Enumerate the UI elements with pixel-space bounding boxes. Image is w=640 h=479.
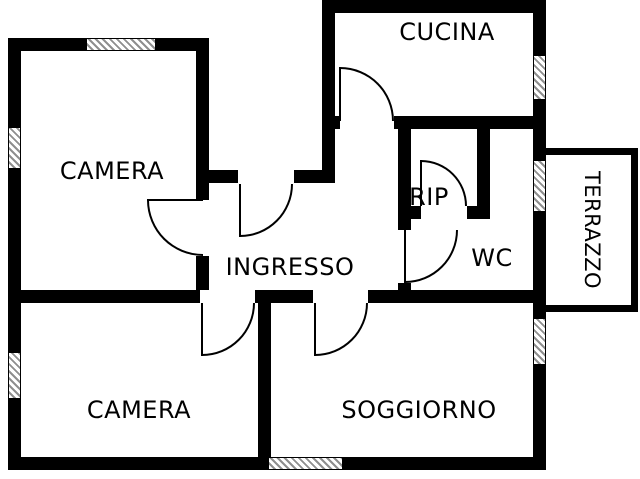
- wc-door-leaf-icon: [404, 230, 406, 283]
- cucina-top-outer-wall: [322, 0, 546, 13]
- left-window-upper-icon: [8, 127, 21, 169]
- terrazzo-side-window-icon: [533, 160, 546, 212]
- entrance-door-swing-arc-icon: [240, 184, 293, 237]
- room-label-ingresso: INGRESSO: [225, 253, 355, 281]
- camera-top-door-swing-arc-icon: [147, 200, 203, 256]
- cucina-right-window-icon: [533, 55, 546, 100]
- cucina-left-wall: [322, 0, 335, 183]
- camera-bottom-door-opening: [200, 290, 255, 303]
- camera-soggiorno-divider: [258, 290, 271, 470]
- soggiorno-door-leaf-icon: [314, 303, 316, 356]
- room-label-rip: RIP: [409, 183, 449, 211]
- terrazzo-top-wall: [546, 148, 638, 155]
- rip-right-wall: [477, 116, 490, 219]
- camera-top-door-leaf-icon: [147, 199, 203, 201]
- camera-bottom-door-leaf-icon: [201, 303, 203, 356]
- entrance-door-opening: [238, 170, 294, 183]
- cucina-door-swing-arc-icon: [340, 67, 394, 121]
- wc-door-swing-arc-icon: [405, 230, 458, 283]
- camera-top-window-icon: [86, 38, 156, 51]
- room-label-camera-top: CAMERA: [59, 157, 165, 185]
- soggiorno-door-opening: [313, 290, 368, 303]
- bottom-window-icon: [268, 457, 343, 470]
- terrazzo-right-wall: [631, 148, 638, 312]
- room-label-terrazzo: TERRAZZO: [580, 170, 604, 290]
- rip-door-opening: [421, 206, 467, 219]
- terrazzo-bottom-wall: [546, 305, 638, 312]
- left-outer-wall: [8, 38, 21, 470]
- room-label-soggiorno: SOGGIORNO: [341, 396, 497, 424]
- soggiorno-right-window-icon: [533, 318, 546, 365]
- left-window-lower-icon: [8, 352, 21, 399]
- main-horizontal-wall: [8, 290, 546, 303]
- rip-door-leaf-icon: [420, 160, 422, 206]
- room-label-wc: WC: [471, 244, 513, 272]
- cucina-door-leaf-icon: [339, 67, 341, 121]
- entrance-door-leaf-icon: [239, 184, 241, 237]
- soggiorno-door-swing-arc-icon: [315, 303, 368, 356]
- room-label-camera-bottom: CAMERA: [86, 396, 192, 424]
- camera-bottom-door-swing-arc-icon: [202, 303, 255, 356]
- room-label-cucina: CUCINA: [399, 18, 495, 46]
